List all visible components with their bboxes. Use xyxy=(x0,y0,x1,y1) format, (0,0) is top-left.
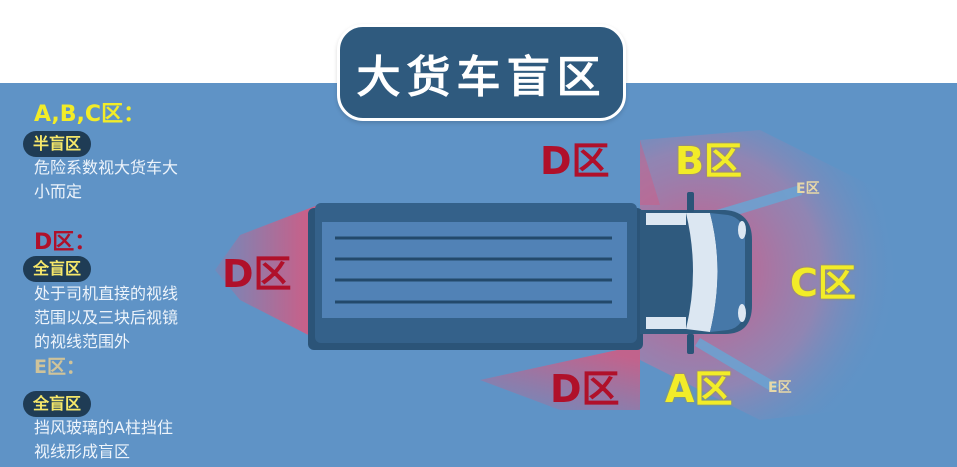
zone-label-b: B区 xyxy=(675,139,742,183)
zone-label-a: A区 xyxy=(665,367,733,411)
badge-full-blind-e: 全盲区 xyxy=(23,391,92,417)
mirror-right xyxy=(687,334,694,354)
mirror-sightline-bottom xyxy=(695,338,780,392)
page-title: 大货车盲区 xyxy=(356,51,607,103)
mirror-left xyxy=(687,192,694,212)
rear-blind-zone-d xyxy=(215,205,318,340)
badge-half-blind: 半盲区 xyxy=(23,131,92,157)
side-blind-zone-d xyxy=(480,345,640,410)
zone-label-d-top: D区 xyxy=(540,139,610,183)
zone-label-e-bottom: E区 xyxy=(768,380,792,396)
zone-label-d-rear: D区 xyxy=(222,252,292,296)
title-banner: 大货车盲区 xyxy=(337,24,626,121)
legend-abc-heading: A,B,C区： xyxy=(34,102,146,127)
legend-abc-description: 危险系数视大货车大 小而定 xyxy=(34,158,179,201)
truck-cargo-bed xyxy=(322,222,627,318)
zone-label-e-top: E区 xyxy=(796,181,820,197)
legend-d-heading: D区： xyxy=(34,230,97,255)
badge-full-blind-d: 全盲区 xyxy=(23,256,92,282)
legend-e-heading: E区： xyxy=(34,356,85,378)
legend-e-description: 挡风玻璃的A柱挡住 视线形成盲区 xyxy=(34,418,173,461)
zone-label-c: C区 xyxy=(790,261,856,305)
legend-d-description: 处于司机直接的视线 范围以及三块后视镜 的视线范围外 xyxy=(34,284,179,351)
windshield xyxy=(686,213,718,332)
zone-label-d-bottom: D区 xyxy=(550,367,620,411)
